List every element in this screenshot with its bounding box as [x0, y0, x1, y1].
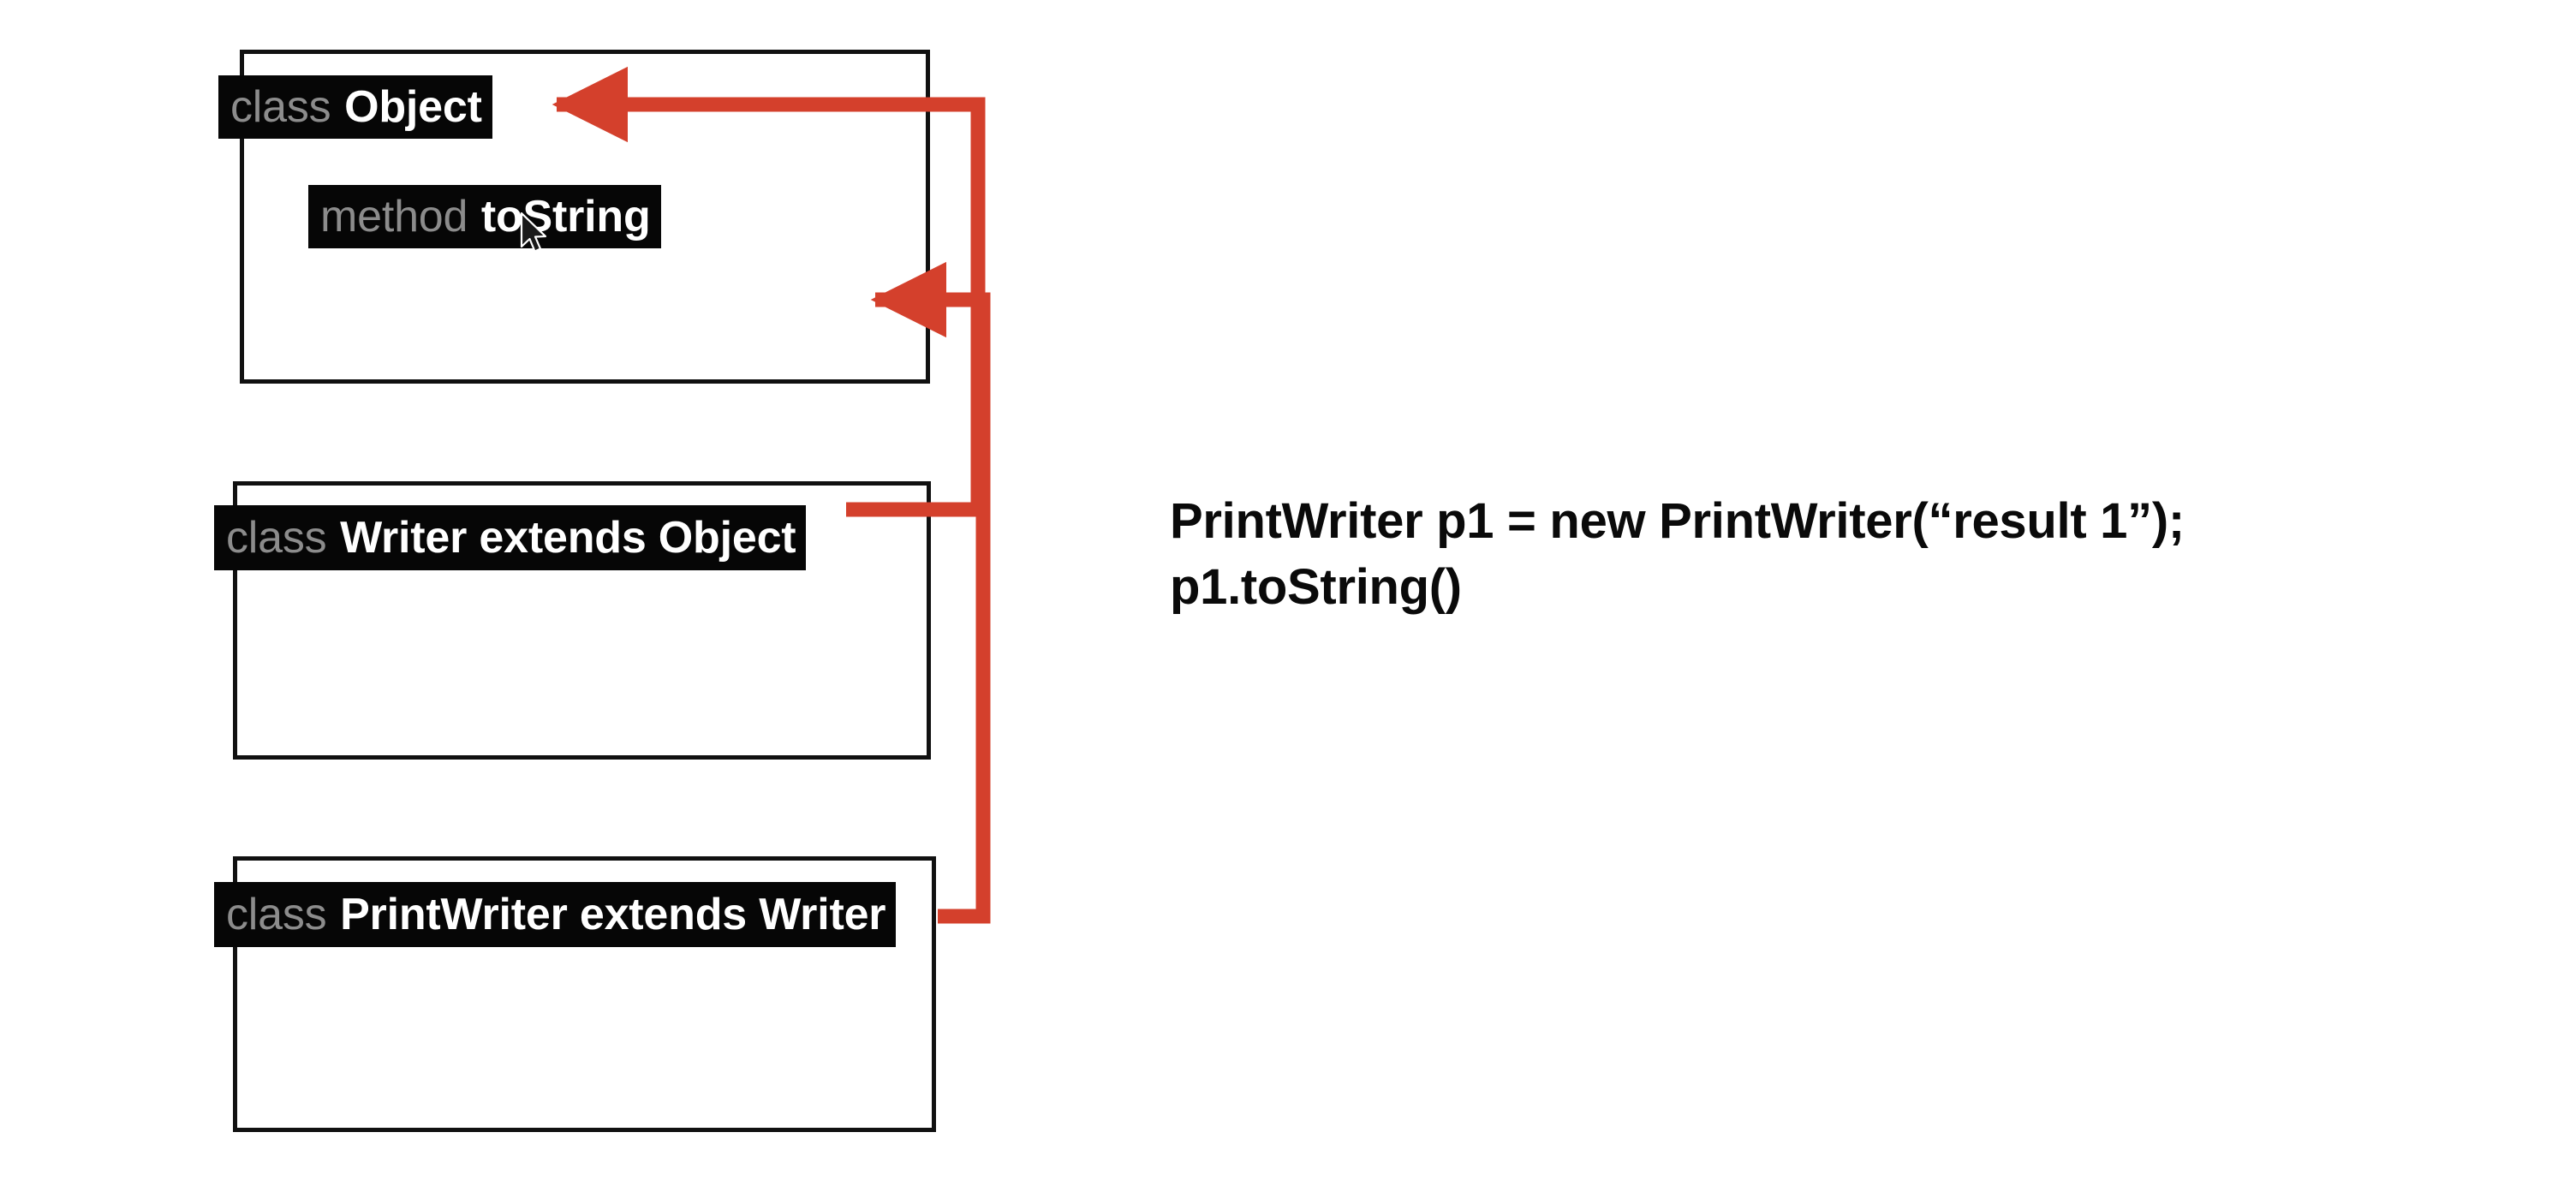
- tag-method-tostring[interactable]: method toString: [308, 185, 661, 248]
- method-name-tostring: toString: [480, 192, 651, 241]
- code-snippet: PrintWriter p1 = new PrintWriter(“result…: [1170, 488, 2185, 620]
- keyword-class: class: [226, 890, 327, 939]
- code-line-2: p1.toString(): [1170, 559, 1462, 616]
- code-line-1: PrintWriter p1 = new PrintWriter(“result…: [1170, 493, 2185, 549]
- keyword-class: class: [230, 82, 331, 132]
- tag-class-object[interactable]: class Object: [218, 75, 492, 139]
- keyword-class: class: [226, 513, 327, 563]
- class-name-object: Object: [344, 82, 482, 132]
- class-name-printwriter: PrintWriter extends Writer: [340, 890, 886, 939]
- keyword-method: method: [320, 192, 468, 241]
- tag-class-writer[interactable]: class Writer extends Object: [214, 505, 807, 570]
- class-name-writer: Writer extends Object: [340, 513, 796, 563]
- tag-class-printwriter[interactable]: class PrintWriter extends Writer: [214, 882, 897, 947]
- mouse-pointer-icon: [520, 212, 547, 253]
